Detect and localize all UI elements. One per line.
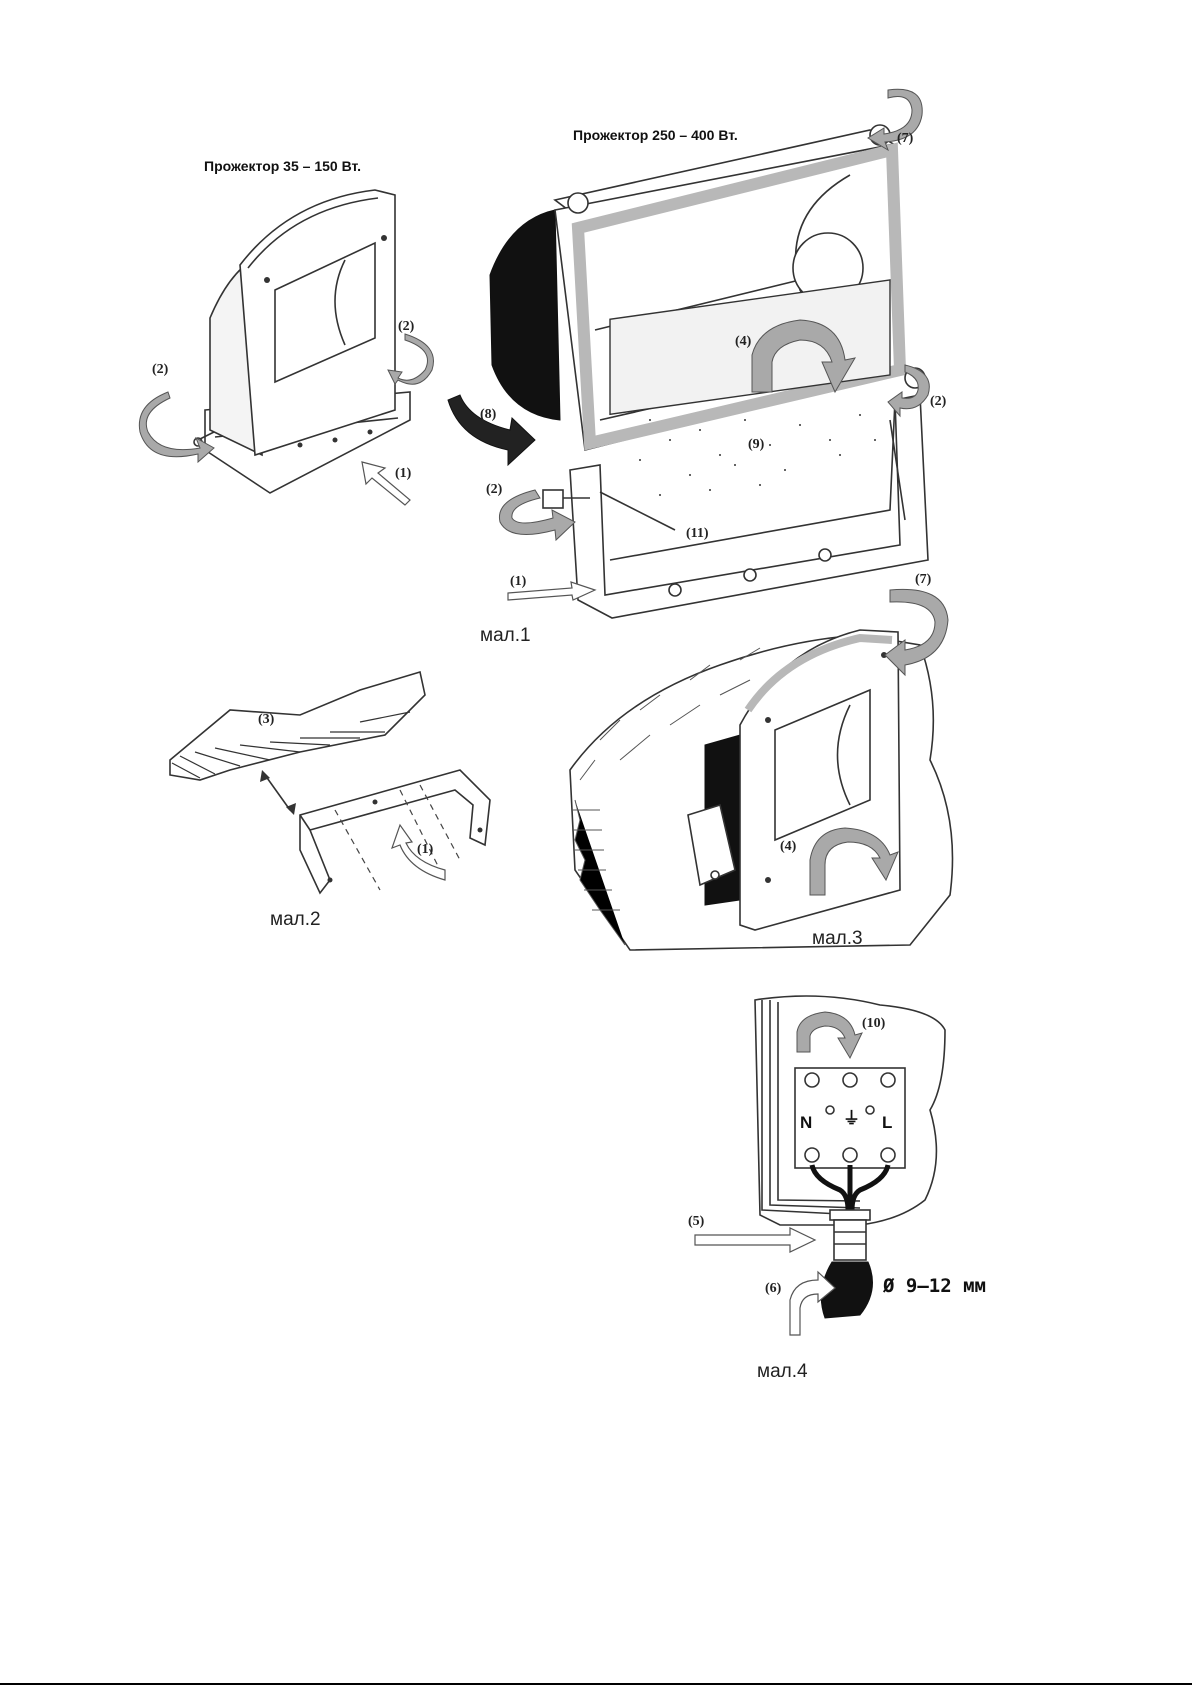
callout-6: (6) [765,1281,782,1296]
callout-2-left: (2) [152,362,169,377]
callout-2-right: (2) [398,319,415,334]
caption-fig3: мал.3 [812,928,863,949]
callout-2-large-right: (2) [930,394,947,409]
terminal-label-l: L [882,1113,892,1132]
terminal-label-n: N [800,1113,812,1132]
caption-fig1: мал.1 [480,625,531,646]
callout-4-fig3: (4) [780,839,797,854]
callout-10: (10) [862,1016,886,1031]
callout-9: (9) [748,437,765,452]
wall-mounted-projector-illustration [570,630,953,950]
callout-1-fig2: (1) [417,842,434,857]
large-projector-title: Прожектор 250 – 400 Вт. [573,127,738,143]
caption-fig2: мал.2 [270,909,321,930]
double-arrow-wall-bracket [260,770,296,815]
callout-3: (3) [258,712,275,727]
caption-fig4: мал.4 [757,1361,808,1382]
rotate-arrow-left [139,392,214,462]
rotate-arrow-7-top [868,89,922,150]
callout-1-large: (1) [510,574,527,589]
callout-1-small: (1) [395,466,412,481]
callout-7-top: (7) [897,131,914,146]
callout-11: (11) [686,526,709,541]
small-projector-title: Прожектор 35 – 150 Вт. [204,158,361,174]
callout-8: (8) [480,407,497,422]
ground-symbol: ⏚ [843,1109,860,1128]
callout-4-large: (4) [735,334,752,349]
callout-2-large-left: (2) [486,482,503,497]
small-projector-illustration: Прожектор 35 – 150 Вт. [194,158,410,493]
callout-7-fig3: (7) [915,572,932,587]
wall-plate-illustration [170,672,425,780]
mounting-bracket-illustration [300,770,490,893]
cable-diameter-label: Ø 9–12 мм [882,1275,986,1297]
large-projector-illustration: Прожектор 250 – 400 Вт. [490,125,928,618]
callout-5: (5) [688,1214,705,1229]
arrow-5 [695,1228,815,1252]
